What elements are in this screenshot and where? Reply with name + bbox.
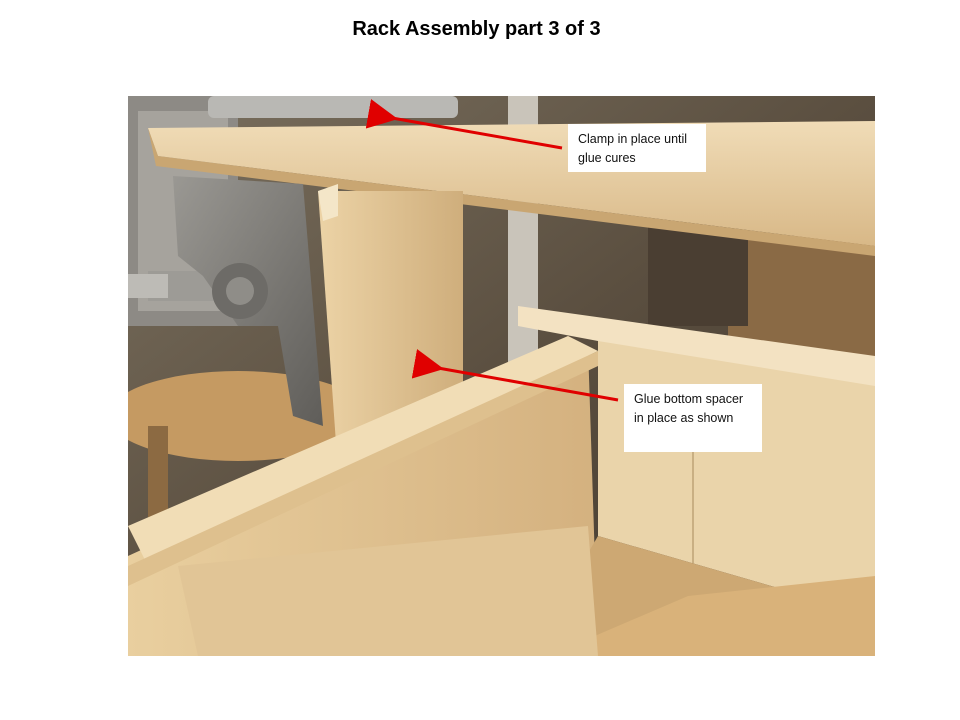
callout-glue-spacer: Glue bottom spacer in place as shown bbox=[624, 384, 762, 452]
clamp-arrow bbox=[365, 99, 563, 150]
spacer-arrow bbox=[411, 349, 619, 402]
slide-title: Rack Assembly part 3 of 3 bbox=[352, 18, 601, 40]
callout-clamp: Clamp in place until glue cures bbox=[568, 124, 706, 172]
assembly-photo bbox=[128, 96, 875, 656]
